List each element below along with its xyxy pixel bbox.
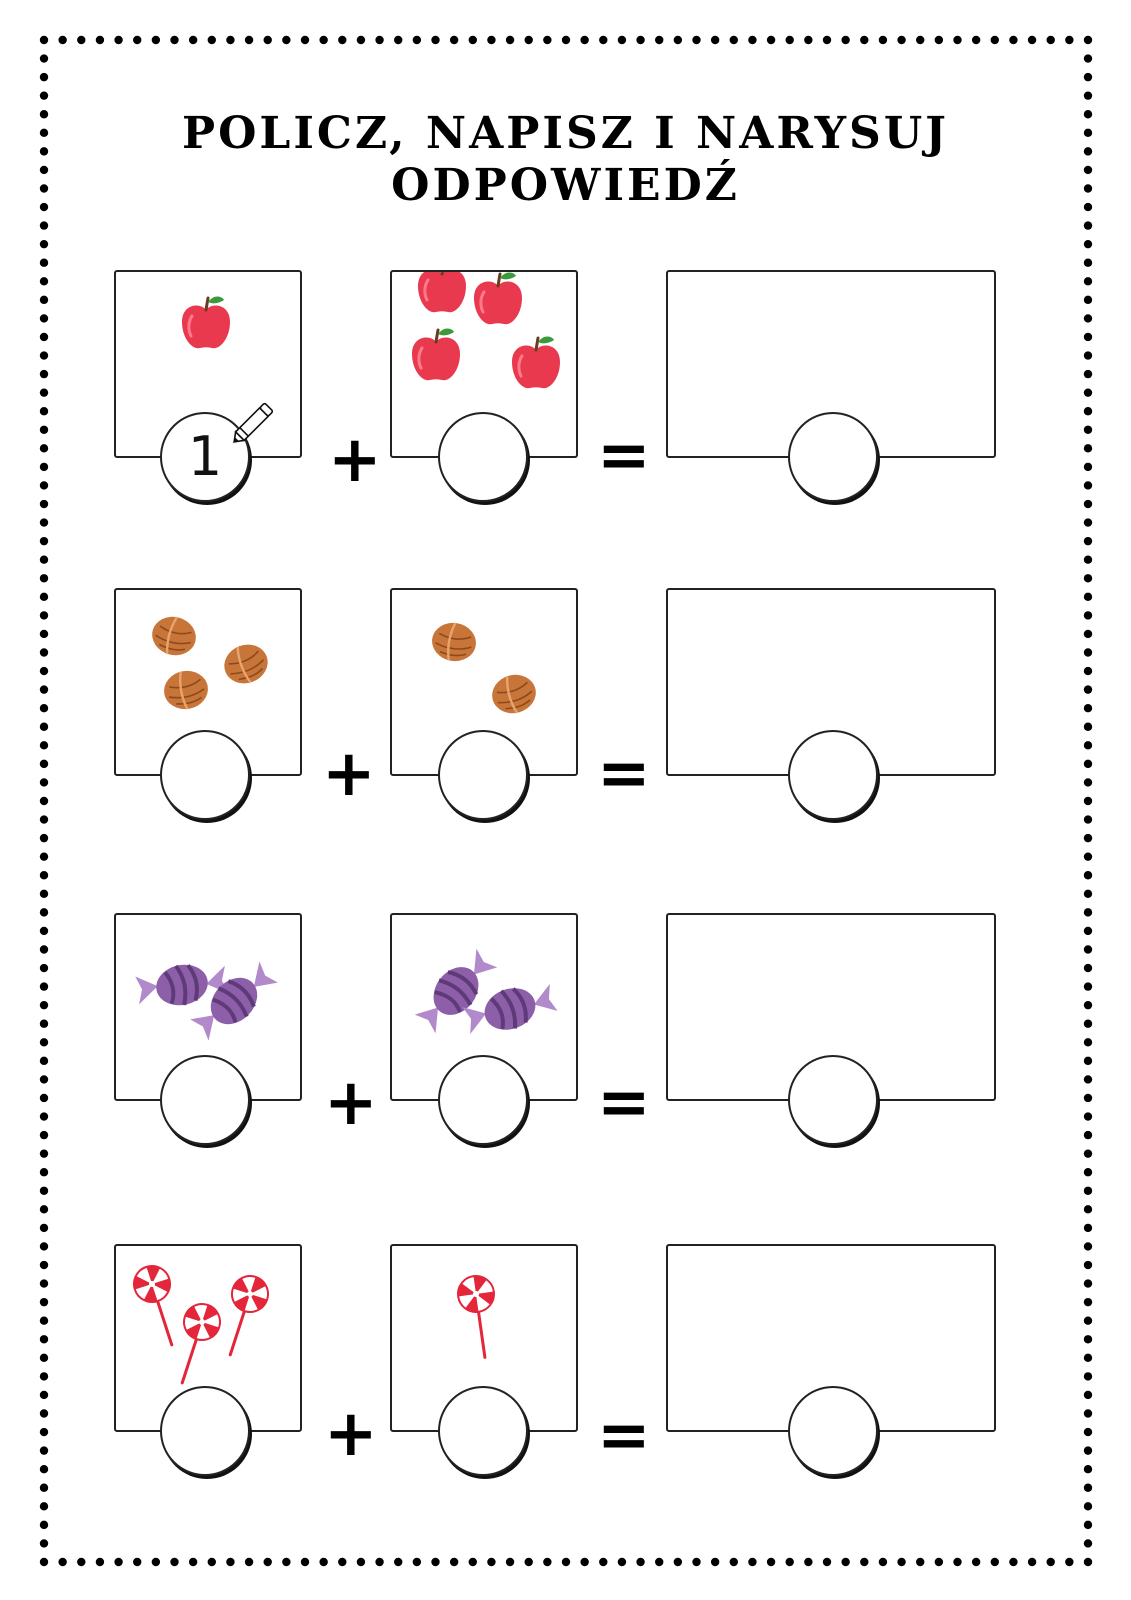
plus-sign: + bbox=[328, 423, 382, 497]
plus-sign: + bbox=[324, 1066, 378, 1140]
left-answer-circle[interactable] bbox=[160, 1055, 250, 1145]
worksheet-title: POLICZ, NAPISZ I NARYSUJ ODPOWIEDŹ bbox=[0, 108, 1131, 212]
equals-sign: = bbox=[597, 419, 651, 493]
walnut-icon bbox=[146, 610, 202, 662]
plus-sign: + bbox=[324, 1397, 378, 1471]
walnut-icon bbox=[427, 618, 481, 666]
candy-icon bbox=[187, 954, 280, 1047]
left-answer-circle[interactable]: 1 bbox=[160, 412, 250, 502]
sum-answer-circle[interactable] bbox=[788, 1055, 878, 1145]
left-answer-circle[interactable] bbox=[160, 1386, 250, 1476]
sum-answer-circle[interactable] bbox=[788, 730, 878, 820]
exercise-row-3: + = bbox=[0, 913, 1131, 1153]
left-answer-circle[interactable] bbox=[160, 730, 250, 820]
candy-icon bbox=[409, 940, 503, 1042]
right-answer-circle[interactable] bbox=[438, 1055, 528, 1145]
title-line-1: POLICZ, NAPISZ I NARYSUJ bbox=[181, 108, 950, 159]
lollipop-icon bbox=[163, 1297, 227, 1390]
equals-sign: = bbox=[597, 1399, 651, 1473]
pencil-icon bbox=[233, 402, 274, 443]
sum-answer-circle[interactable] bbox=[788, 412, 878, 502]
walnut-icon bbox=[217, 637, 275, 691]
equals-sign: = bbox=[597, 1066, 651, 1140]
walnut-icon bbox=[486, 668, 542, 720]
apple-icon bbox=[410, 327, 462, 382]
exercise-row-1: 1 + = bbox=[0, 270, 1131, 510]
apple-icon bbox=[180, 295, 232, 350]
lollipop-icon bbox=[454, 1272, 505, 1362]
walnut-icon bbox=[159, 666, 213, 714]
plus-sign: + bbox=[322, 737, 376, 811]
left-answer-text: 1 bbox=[187, 425, 223, 488]
right-answer-circle[interactable] bbox=[438, 730, 528, 820]
exercise-row-4: + = bbox=[0, 1244, 1131, 1484]
apple-icon bbox=[472, 272, 524, 326]
lollipop-icon bbox=[127, 1259, 191, 1352]
apple-icon bbox=[510, 335, 562, 390]
right-answer-circle[interactable] bbox=[438, 1386, 528, 1476]
exercise-row-2: + = bbox=[0, 588, 1131, 828]
apple-icon bbox=[416, 272, 468, 314]
lollipop-icon bbox=[211, 1269, 275, 1362]
right-answer-circle[interactable] bbox=[438, 412, 528, 502]
sum-answer-circle[interactable] bbox=[788, 1386, 878, 1476]
title-line-2: ODPOWIEDŹ bbox=[391, 160, 740, 211]
equals-sign: = bbox=[597, 737, 651, 811]
